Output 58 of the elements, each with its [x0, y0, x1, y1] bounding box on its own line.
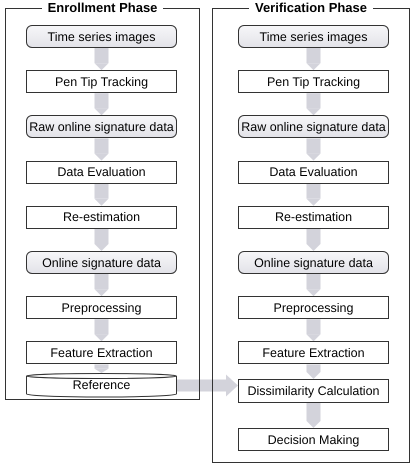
process-box [238, 341, 389, 364]
flow-arrow [306, 403, 320, 428]
process-box [238, 206, 389, 229]
data-box [26, 25, 177, 48]
flow-arrow [177, 374, 238, 396]
box-label: Preprocessing [62, 300, 142, 315]
box-label: Decision Making [268, 432, 360, 446]
data-box [26, 115, 177, 138]
box-label: Feature Extraction [50, 346, 153, 360]
box-label: Dissimilarity Calculation [248, 384, 380, 398]
process-box [26, 341, 177, 364]
phase-title: Verification Phase [249, 0, 373, 15]
flow-arrow [306, 319, 320, 342]
data-box [26, 251, 177, 274]
box-label: Data Evaluation [269, 165, 358, 180]
flow-arrow [94, 184, 108, 206]
data-box [238, 251, 389, 274]
process-box [238, 160, 389, 184]
box-label: Raw online signature data [29, 120, 174, 134]
box-label: Preprocessing [274, 300, 354, 315]
box-label: Pen Tip Tracking [54, 74, 148, 89]
flow-arrow [94, 48, 108, 70]
box-label: Pen Tip Tracking [266, 74, 360, 89]
box-label: Online signature data [42, 256, 161, 270]
flow-arrow [94, 364, 108, 373]
box-label: Time series images [48, 30, 156, 44]
process-box [26, 70, 177, 94]
process-box [26, 160, 177, 184]
box-label: Reference [72, 378, 130, 392]
process-box [238, 296, 389, 320]
flow-arrow [306, 93, 320, 116]
data-box [238, 115, 389, 138]
phase-title: Enrollment Phase [42, 0, 164, 15]
process-box [26, 206, 177, 229]
flow-arrow [94, 138, 108, 161]
flow-arrow [94, 274, 108, 296]
box-label: Raw online signature data [241, 120, 386, 134]
flow-arrow [94, 228, 108, 251]
box-label: Time series images [260, 30, 368, 44]
flow-arrow [306, 138, 320, 161]
process-box [238, 379, 389, 403]
box-label: Re-estimation [274, 210, 352, 224]
database-cylinder [26, 373, 177, 397]
box-label: Re-estimation [62, 210, 140, 224]
box-label: Online signature data [254, 256, 373, 270]
flow-arrow [94, 93, 108, 116]
data-box [238, 25, 389, 48]
box-label: Feature Extraction [262, 346, 365, 360]
process-box [238, 428, 389, 451]
flow-arrow [306, 228, 320, 251]
flow-arrow [306, 274, 320, 296]
flow-arrow [306, 48, 320, 70]
process-box [26, 296, 177, 320]
process-box [238, 70, 389, 94]
box-label: Data Evaluation [57, 165, 146, 180]
flow-arrow [306, 184, 320, 206]
flow-arrow [94, 319, 108, 342]
flow-arrow [306, 364, 320, 379]
